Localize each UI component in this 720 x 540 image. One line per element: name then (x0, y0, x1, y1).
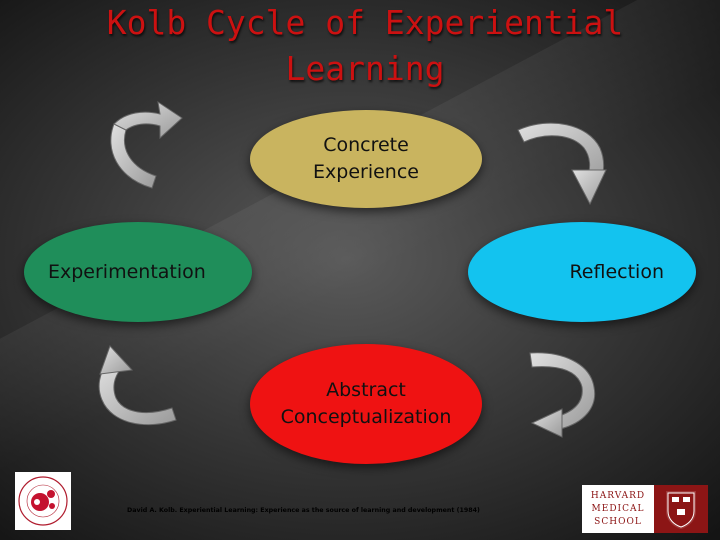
abstract-label-line-1: Abstract (326, 379, 406, 401)
concrete-experience-stage: Concrete Experience (250, 110, 482, 208)
concrete-label-line-1: Concrete (323, 134, 409, 156)
hms-wordmark: HARVARD MEDICAL SCHOOL (582, 485, 654, 533)
experimentation-label: Experimentation (48, 260, 206, 283)
harvard-medical-school-logo: HARVARD MEDICAL SCHOOL (582, 485, 708, 533)
arrow-top-right-icon (517, 122, 607, 206)
abstract-label-line-2: Conceptualization (280, 406, 452, 428)
arrow-bottom-right-icon (529, 352, 596, 438)
title-line-2: Learning (285, 49, 445, 88)
hms-line-3: SCHOOL (594, 516, 642, 527)
arrow-bottom-left-icon (98, 345, 177, 426)
arrow-top-left-icon (110, 100, 183, 189)
experimentation-stage: Experimentation (24, 222, 252, 322)
society-logo (15, 472, 71, 530)
harvard-shield-icon (654, 485, 708, 533)
concrete-label-line-2: Experience (313, 161, 419, 183)
citation-text: David A. Kolb. Experiential Learning: Ex… (127, 507, 480, 514)
hms-line-1: HARVARD (590, 490, 646, 501)
abstract-conceptualization-stage: Abstract Conceptualization (250, 344, 482, 464)
reflection-label: Reflection (569, 260, 664, 283)
title-line-1: Kolb Cycle of Experiential (106, 3, 624, 42)
hms-line-2: MEDICAL (591, 503, 645, 514)
slide-title: Kolb Cycle of Experiential Learning (80, 0, 650, 92)
reflection-stage: Reflection (468, 222, 696, 322)
